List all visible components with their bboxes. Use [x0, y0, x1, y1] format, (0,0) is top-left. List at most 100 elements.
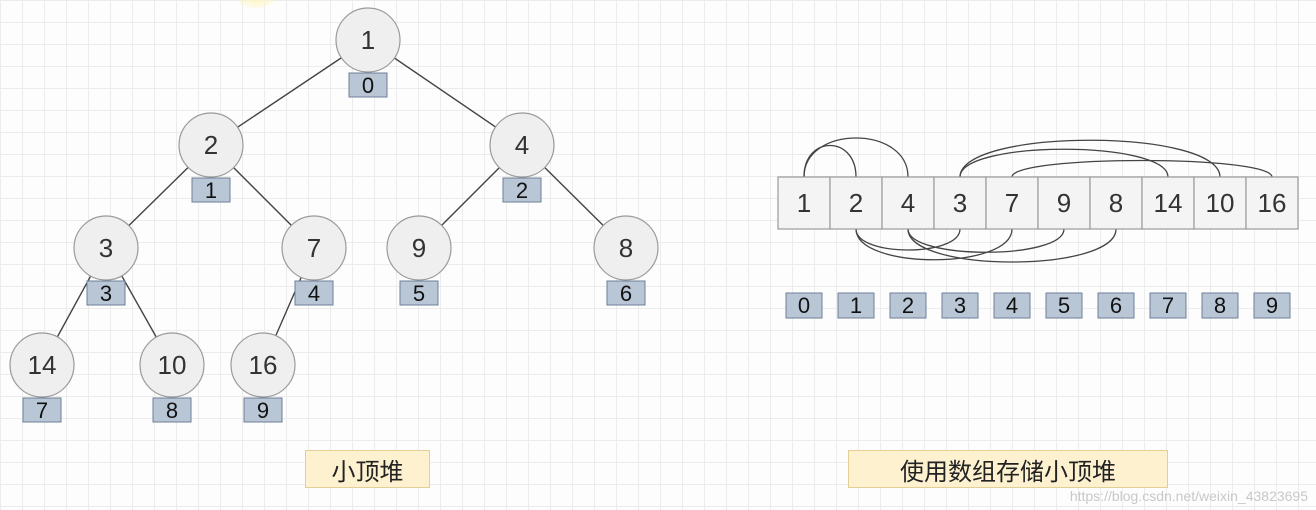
node-circle: [139, 332, 205, 398]
array-cell: 1: [777, 176, 831, 230]
index-label: 5: [413, 281, 425, 306]
array-cell-value: 9: [1057, 188, 1071, 218]
node-circle: [281, 215, 347, 281]
array-cell-value: 16: [1258, 188, 1287, 218]
node-circle: [230, 332, 296, 398]
array-cell-box: [1193, 176, 1247, 230]
index-label: 9: [257, 398, 269, 423]
array-cell: 4: [881, 176, 935, 230]
node-value: 4: [515, 130, 529, 160]
array-link-arc: [855, 228, 1013, 261]
index-box: [243, 397, 283, 423]
array-index: 4: [993, 292, 1031, 319]
array-link-arc: [803, 137, 909, 178]
node-value: 8: [619, 233, 633, 263]
array-index-label: 8: [1214, 293, 1226, 318]
array-index-label: 6: [1110, 293, 1122, 318]
tree-node: 169: [230, 332, 296, 423]
node-circle: [9, 332, 75, 398]
array-cell: 14: [1141, 176, 1195, 230]
array-index-box: [837, 292, 875, 319]
array-index-box: [1097, 292, 1135, 319]
array-index: 7: [1149, 292, 1187, 319]
array-index-box: [993, 292, 1031, 319]
array-index-label: 1: [850, 293, 862, 318]
array-link-arc: [907, 228, 1065, 253]
index-label: 7: [36, 398, 48, 423]
tree-node: 74: [281, 215, 347, 306]
index-box: [502, 177, 542, 203]
array-cell-box: [777, 176, 831, 230]
array-index-box: [1149, 292, 1187, 319]
tree-node: 95: [386, 215, 452, 306]
array-index-box: [1045, 292, 1083, 319]
index-label: 2: [516, 178, 528, 203]
array-index-label: 9: [1266, 293, 1278, 318]
index-label: 4: [308, 281, 320, 306]
node-circle: [335, 7, 401, 73]
array-caption: 使用数组存储小顶堆: [848, 450, 1168, 488]
index-box: [86, 280, 126, 306]
array-index: 3: [941, 292, 979, 319]
array-cell-box: [985, 176, 1039, 230]
array-cell-value: 3: [953, 188, 967, 218]
array-cell: 2: [829, 176, 883, 230]
node-value: 2: [204, 130, 218, 160]
array-index: 8: [1201, 292, 1239, 319]
node-circle: [489, 112, 555, 178]
array-cell-box: [881, 176, 935, 230]
array-index: 9: [1253, 292, 1291, 319]
index-box: [606, 280, 646, 306]
index-label: 1: [205, 178, 217, 203]
array-index-label: 4: [1006, 293, 1018, 318]
array-index-box: [889, 292, 927, 319]
array-cell-value: 1: [797, 188, 811, 218]
tree-node: 86: [593, 215, 659, 306]
array-link-arc: [959, 148, 1169, 178]
array-index: 6: [1097, 292, 1135, 319]
array-cell-box: [933, 176, 987, 230]
array-index: 5: [1045, 292, 1083, 319]
node-circle: [386, 215, 452, 281]
array-link-arc: [1011, 159, 1273, 178]
index-label: 3: [100, 281, 112, 306]
tree-node: 108: [139, 332, 205, 423]
array-link-arc: [855, 228, 961, 251]
array-index-box: [1253, 292, 1291, 319]
node-circle: [178, 112, 244, 178]
node-value: 3: [99, 233, 113, 263]
array-link-arc: [803, 144, 857, 178]
heap-caption: 小顶堆: [305, 450, 430, 488]
array-index: 0: [785, 292, 823, 319]
array-index-label: 5: [1058, 293, 1070, 318]
array-index: 1: [837, 292, 875, 319]
tree-node: 14 7: [9, 332, 75, 423]
index-box: [22, 397, 62, 423]
array-link-arc: [959, 139, 1221, 178]
tree-node: 21: [178, 112, 244, 203]
node-circle: [593, 215, 659, 281]
array-cell: 7: [985, 176, 1039, 230]
array-index-label: 2: [902, 293, 914, 318]
index-box: [399, 280, 439, 306]
array-index-label: 0: [798, 293, 810, 318]
array-cell: 9: [1037, 176, 1091, 230]
array-index-box: [941, 292, 979, 319]
node-value: 14: [28, 350, 57, 380]
node-circle: [73, 215, 139, 281]
array-index-label: 7: [1162, 293, 1174, 318]
array-link-arc: [907, 228, 1117, 263]
index-label: 0: [362, 73, 374, 98]
watermark: https://blog.csdn.net/weixin_43823695: [1069, 488, 1308, 504]
array-cell: 3: [933, 176, 987, 230]
node-value: 10: [158, 350, 187, 380]
array-cell-value: 8: [1109, 188, 1123, 218]
cursor-highlight: [236, 0, 276, 8]
node-value: 7: [307, 233, 321, 263]
array-index-box: [1201, 292, 1239, 319]
index-label: 6: [620, 281, 632, 306]
array-cell-value: 4: [901, 188, 915, 218]
array-cell-value: 7: [1005, 188, 1019, 218]
index-box: [294, 280, 334, 306]
index-box: [348, 72, 388, 98]
